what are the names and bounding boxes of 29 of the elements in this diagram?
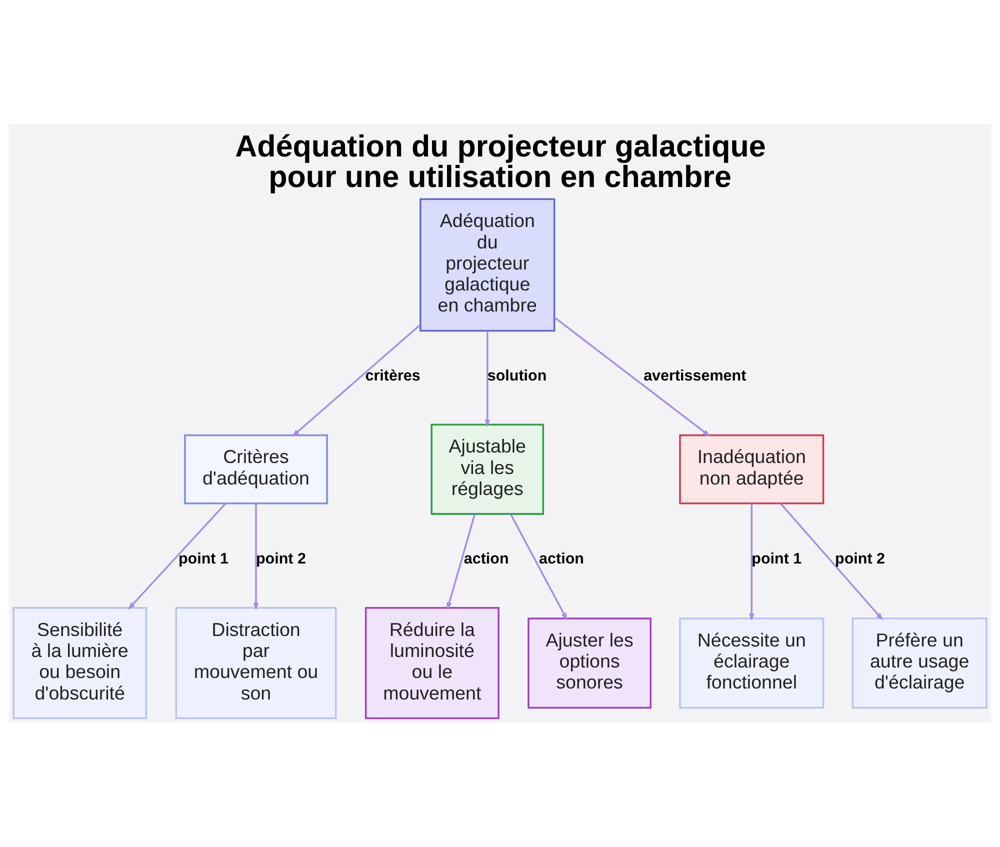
arrow xyxy=(253,503,259,610)
node-box: Ajuster les options sonores xyxy=(528,618,652,709)
node-box: Réduire la luminosité ou le mouvement xyxy=(364,607,500,720)
arrow xyxy=(554,316,710,437)
node-box: Adéquation du projecteur galactique en chambre xyxy=(420,198,556,332)
node-box: Ajustable via les réglages xyxy=(430,424,544,515)
arrow xyxy=(128,502,226,610)
edge-label: point 1 xyxy=(178,550,228,568)
arrow xyxy=(446,514,476,610)
edge-label: action xyxy=(539,550,584,568)
node-box: Préfère un autre usage d'éclairage xyxy=(852,618,988,709)
edge-label: critères xyxy=(365,368,420,385)
arrow xyxy=(748,503,754,621)
node-box: Critères d'adéquation xyxy=(184,434,328,504)
arrow xyxy=(292,324,421,437)
node-box: Nécessite un éclairage fonctionnel xyxy=(679,618,824,709)
node-box: Distraction par mouvement ou son xyxy=(175,607,337,720)
edge-label: avertissement xyxy=(644,368,746,385)
node-box: Inadéquation non adaptée xyxy=(679,434,824,504)
edge-label: action xyxy=(464,550,509,568)
arrow xyxy=(484,331,490,428)
node-box: Sensibilité à la lumière ou besoin d'obscurité xyxy=(12,607,148,720)
diagram-title: Adéquation du projecteur galactique pour une utilisation en chambre xyxy=(235,130,766,194)
edge-label: point 2 xyxy=(835,550,886,568)
edge-label: solution xyxy=(487,368,547,385)
arrow xyxy=(510,514,568,621)
edge-label: point 1 xyxy=(752,550,802,568)
edge-label: point 2 xyxy=(256,550,306,568)
arrow xyxy=(780,502,884,620)
